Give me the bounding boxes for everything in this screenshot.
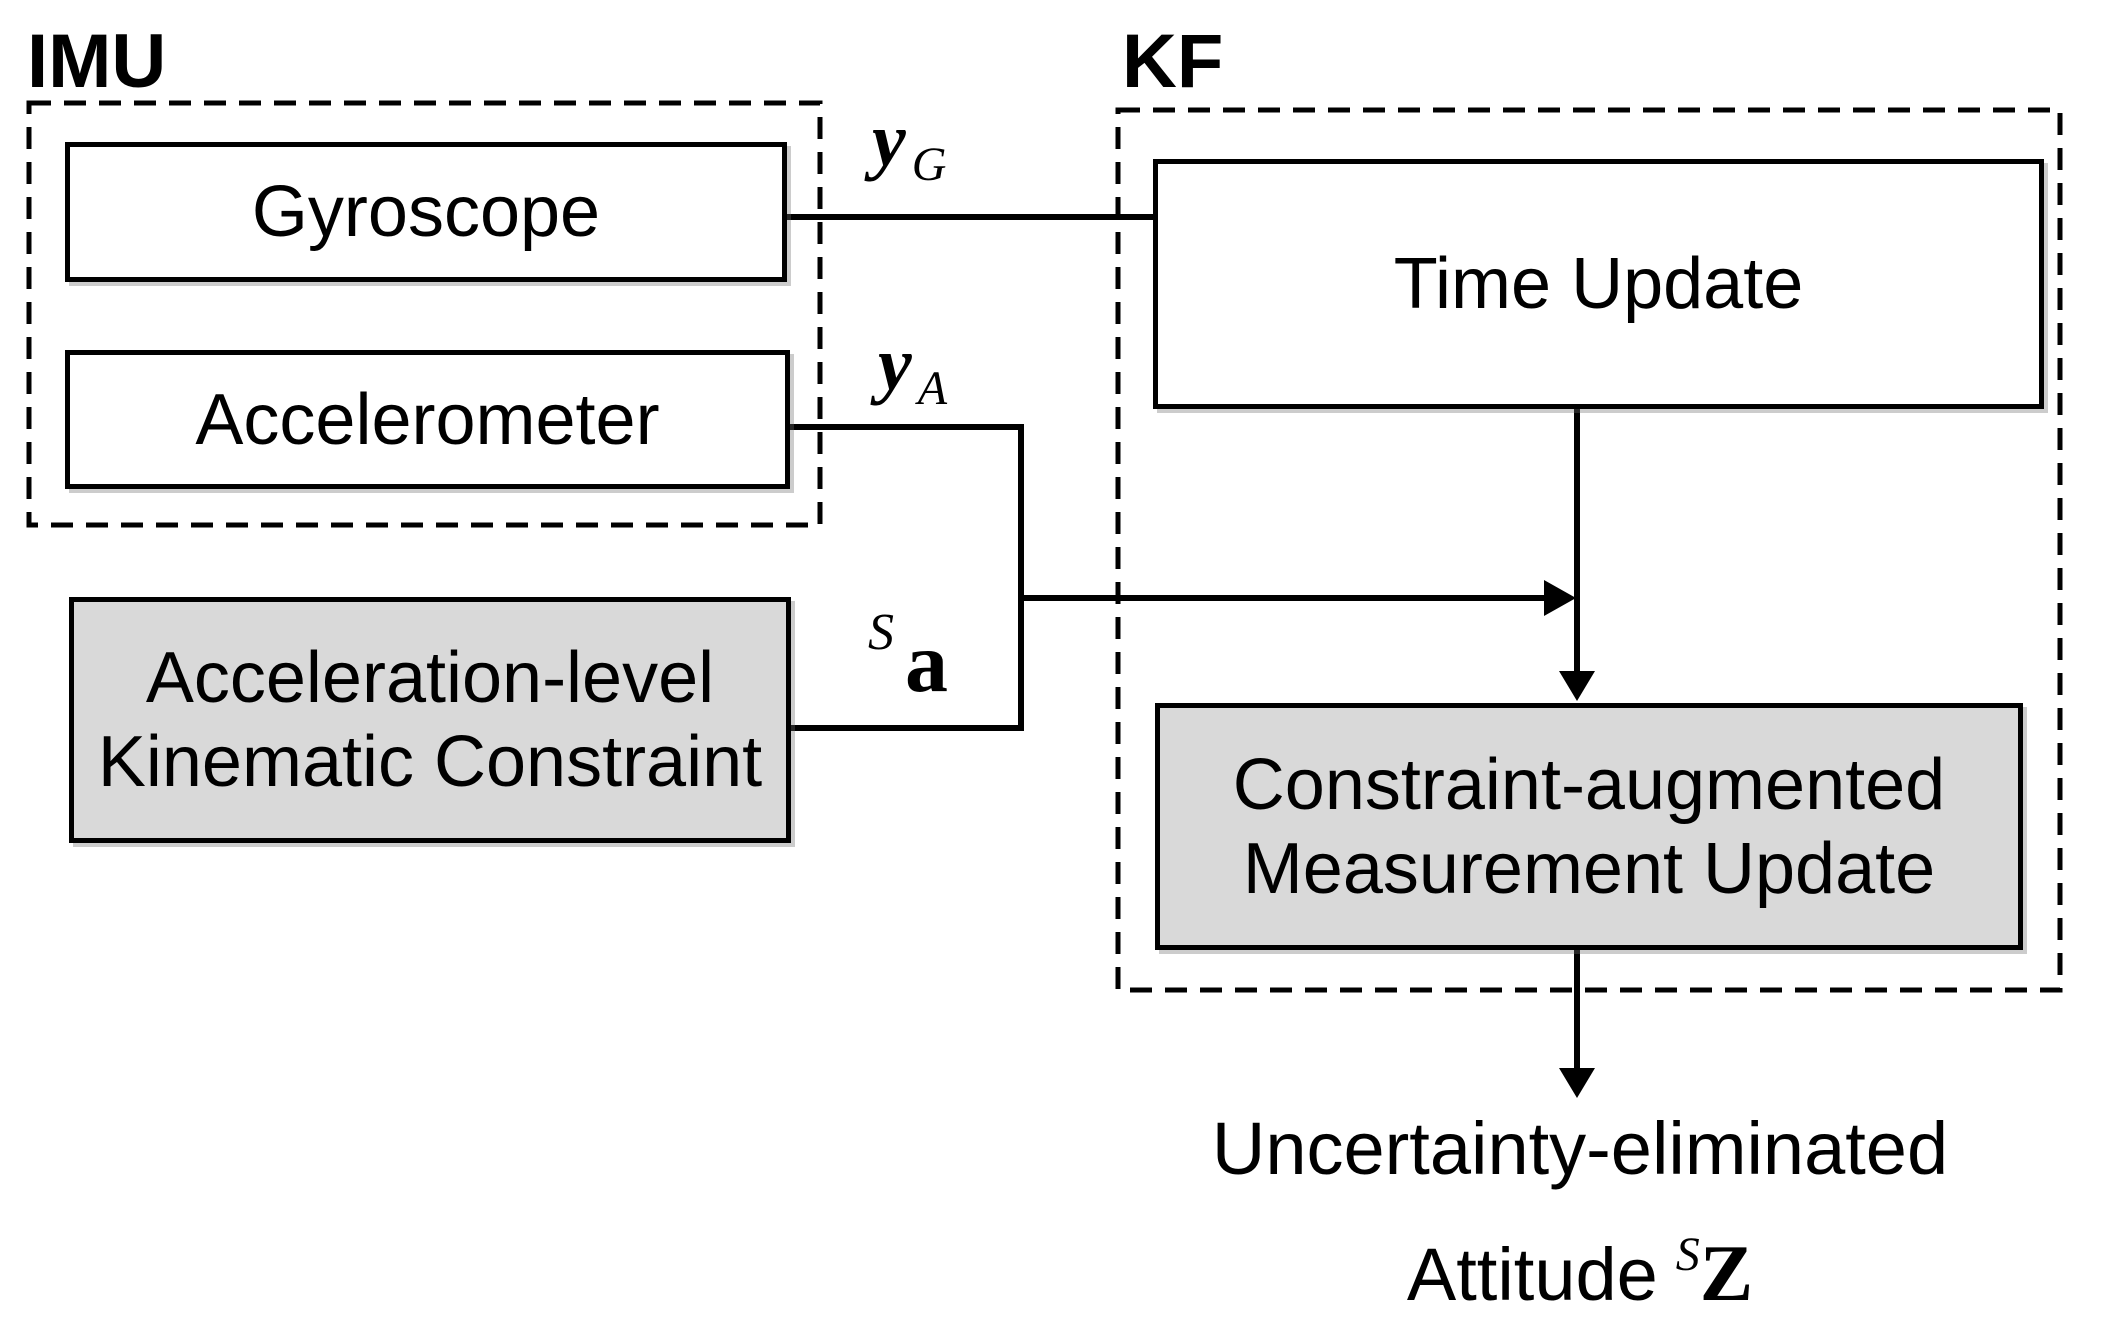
measurement-update-box: Constraint-augmented Measurement Update	[1155, 703, 2023, 950]
output-label: Uncertainty-eliminated Attitude SZ	[1130, 1096, 2030, 1317]
signal-yG-base: y	[872, 98, 906, 182]
measurement-update-label-line1: Constraint-augmented	[1232, 744, 1946, 825]
imu-group-frame	[26, 100, 823, 528]
output-attitude-text: Attitude	[1406, 1233, 1658, 1316]
kinematic-constraint-label-line1: Acceleration-level	[145, 638, 715, 718]
gyroscope-label: Gyroscope	[251, 172, 601, 252]
output-label-line1: Uncertainty-eliminated	[1211, 1107, 1949, 1190]
time-update-box: Time Update	[1153, 159, 2044, 409]
output-superscript: S	[1675, 1228, 1700, 1281]
kf-group-frame	[1115, 107, 2063, 993]
kf-group-label: KF	[1122, 19, 1224, 104]
output-z-symbol: Z	[1699, 1230, 1754, 1317]
accelerometer-box: Accelerometer	[65, 350, 790, 489]
time-update-label: Time Update	[1393, 244, 1804, 324]
accelerometer-label: Accelerometer	[195, 379, 660, 460]
signal-yA-subscript: A	[917, 362, 948, 415]
gyroscope-box: Gyroscope	[65, 142, 787, 282]
arrowhead-down-measurement	[1559, 671, 1595, 701]
signal-label-sa: S a	[858, 600, 978, 710]
imu-group-label: IMU	[27, 19, 167, 104]
output-label-line2: Attitude SZ	[1130, 1202, 2030, 1317]
arrowhead-down-output	[1559, 1068, 1595, 1098]
kinematic-constraint-label-line2: Kinematic Constraint	[97, 722, 763, 802]
arrowhead-right	[1544, 580, 1576, 616]
kinematic-constraint-box: Acceleration-level Kinematic Constraint	[69, 597, 791, 843]
signal-yG-subscript: G	[911, 138, 947, 191]
signal-sa-base: a	[905, 614, 948, 710]
signal-sa-superscript: S	[868, 604, 894, 661]
measurement-update-label-line2: Measurement Update	[1242, 828, 1936, 909]
signal-yA-base: y	[878, 322, 912, 406]
